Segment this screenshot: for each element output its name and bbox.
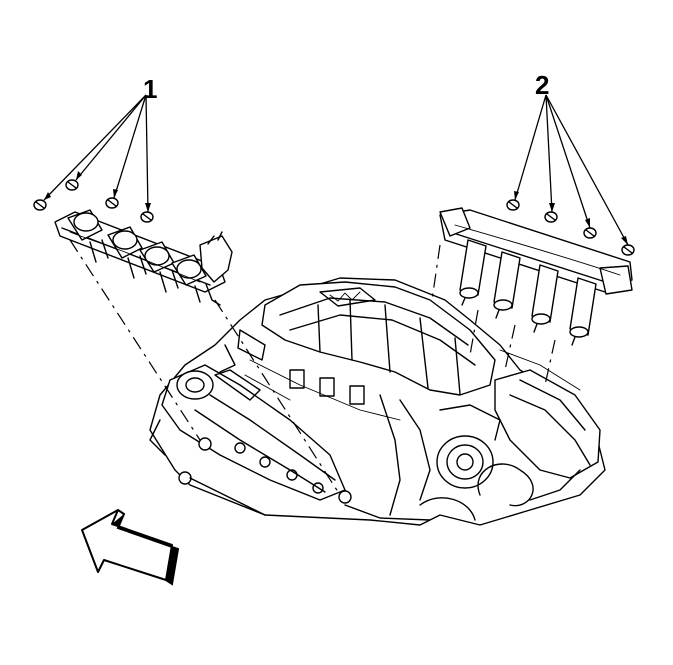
right-coil-4 (569, 277, 597, 346)
left-coil-1 (67, 209, 103, 241)
left-coil-4 (171, 254, 207, 286)
left-alignment-lines (69, 239, 352, 504)
callout-1-label: 1 (143, 74, 158, 104)
left-bolt-3 (105, 197, 119, 209)
engine-block (149, 277, 606, 526)
right-coil-2 (493, 251, 521, 319)
right-leaders (514, 94, 629, 246)
right-bolt-4 (621, 244, 635, 256)
right-bolt-1 (506, 199, 520, 211)
right-bolt-2 (544, 211, 558, 223)
front-direction-arrow-icon (81, 509, 180, 586)
left-coil-assembly (54, 209, 233, 306)
left-bolts (33, 179, 154, 223)
left-bolt-4 (140, 211, 154, 223)
right-bolts (506, 199, 635, 256)
left-coil-2 (107, 226, 143, 259)
right-bolt-3 (583, 227, 597, 239)
right-coil-3 (531, 264, 559, 333)
left-coil-3 (139, 241, 175, 273)
left-leaders (43, 94, 151, 213)
left-bolt-2 (65, 179, 79, 191)
left-bolt-1 (33, 199, 47, 211)
right-coil-assembly (439, 207, 633, 346)
right-coil-1 (459, 239, 487, 306)
right-alignment-lines (431, 244, 556, 386)
callout-2-label: 2 (535, 70, 550, 100)
